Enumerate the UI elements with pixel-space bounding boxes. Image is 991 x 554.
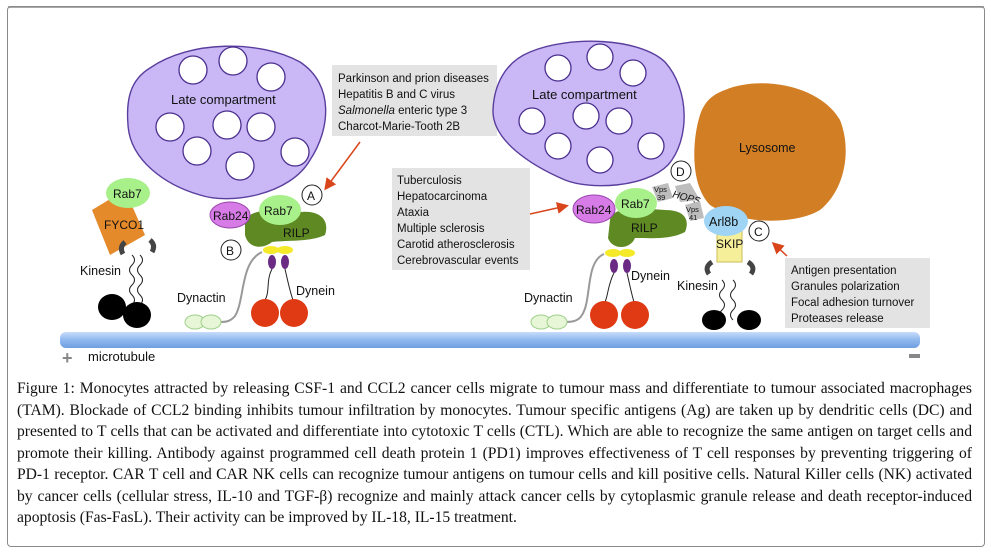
- right-kinesin-label: Kinesin: [677, 279, 718, 293]
- marker-d: D: [670, 160, 692, 182]
- svg-text:B: B: [226, 244, 234, 258]
- svg-text:39: 39: [657, 193, 665, 202]
- left-dynactin-label: Dynactin: [177, 291, 226, 305]
- transport-diagram: + microtubule Late compartment FYCO1 Rab…: [60, 40, 930, 368]
- arl8b-skip-complex: SKIP Arl8b Kinesin: [677, 206, 761, 330]
- left-rab24-label: Rab24: [213, 209, 249, 223]
- lysosome-label: Lysosome: [739, 141, 796, 155]
- arl8b-label: Arl8b: [709, 215, 738, 229]
- microtubule-plus-icon: +: [62, 348, 73, 368]
- disease-box-a: Parkinson and prion diseases Hepatitis B…: [332, 65, 497, 136]
- left-rab7-rilp-label: Rab7: [264, 204, 293, 218]
- marker-b: B: [220, 239, 242, 261]
- lysosome: Lysosome: [694, 83, 846, 221]
- arrow-to-a: [324, 141, 361, 191]
- svg-text:Ataxia: Ataxia: [397, 207, 430, 219]
- svg-text:Proteases release: Proteases release: [791, 313, 884, 325]
- left-rilp-label: RILP: [283, 226, 310, 240]
- svg-text:Tuberculosis: Tuberculosis: [397, 175, 462, 187]
- svg-text:Vps: Vps: [686, 205, 699, 214]
- marker-a: A: [301, 184, 323, 206]
- top-rule: [8, 6, 984, 8]
- microtubule-minus-icon: [909, 354, 920, 358]
- right-late-compartment: Late compartment: [492, 40, 685, 187]
- svg-text:D: D: [676, 165, 685, 179]
- svg-text:Vps: Vps: [654, 185, 667, 194]
- marker-c: C: [748, 220, 770, 242]
- svg-text:Focal adhesion turnover: Focal adhesion turnover: [791, 297, 915, 309]
- function-box-c: Antigen presentation Granules polarizati…: [785, 258, 930, 328]
- svg-text:Parkinson and prion diseases: Parkinson and prion diseases: [338, 73, 489, 85]
- svg-text:Salmonella enteric type 3: Salmonella enteric type 3: [338, 105, 467, 117]
- svg-text:Multiple sclerosis: Multiple sclerosis: [397, 223, 485, 235]
- left-compartment-label: Late compartment: [171, 92, 276, 107]
- svg-text:41: 41: [689, 213, 697, 222]
- figure-caption-text: Monocytes attracted by releasing CSF-1 a…: [17, 380, 972, 526]
- svg-text:Antigen presentation: Antigen presentation: [791, 265, 897, 277]
- left-fyco1-complex: FYCO1 Rab7 Kinesin: [80, 178, 157, 328]
- svg-text:C: C: [754, 225, 763, 239]
- left-kinesin-label: Kinesin: [80, 264, 121, 278]
- right-compartment-label: Late compartment: [532, 87, 637, 102]
- disease-box-b: Tuberculosis Hepatocarcinoma Ataxia Mult…: [392, 168, 530, 270]
- left-late-compartment: Late compartment: [126, 45, 327, 200]
- fyco1-label: FYCO1: [104, 218, 144, 232]
- svg-text:Charcot-Marie-Tooth 2B: Charcot-Marie-Tooth 2B: [338, 121, 460, 133]
- svg-text:Hepatocarcinoma: Hepatocarcinoma: [397, 191, 488, 203]
- microtubule-bar: [60, 332, 920, 348]
- svg-text:Carotid atherosclerosis: Carotid atherosclerosis: [397, 239, 515, 251]
- arrow-to-rab24: [529, 202, 569, 215]
- right-rilp-label: RILP: [631, 221, 658, 235]
- svg-text:Cerebrovascular events: Cerebrovascular events: [397, 255, 519, 267]
- svg-text:Hepatitis B and C virus: Hepatitis B and C virus: [338, 89, 455, 101]
- left-rilp-complex: RILP Rab24 Rab7 Dynein Dynactin: [177, 195, 335, 330]
- svg-text:Granules polarization: Granules polarization: [791, 281, 900, 293]
- figure-label: Figure 1:: [17, 380, 75, 397]
- figure-caption: Figure 1: Monocytes attracted by releasi…: [17, 378, 972, 529]
- left-rab7-fyco-label: Rab7: [113, 187, 142, 201]
- right-rilp-complex: RILP Rab24 Rab7 Dynein Dynactin: [524, 188, 687, 330]
- arrow-to-c: [771, 241, 788, 257]
- right-rab7-label: Rab7: [621, 197, 650, 211]
- right-rab24-label: Rab24: [576, 203, 612, 217]
- microtubule-label: microtubule: [88, 349, 155, 364]
- figure-frame: [7, 6, 985, 547]
- left-dynein-label: Dynein: [296, 284, 335, 298]
- svg-text:A: A: [307, 189, 315, 203]
- right-dynactin-label: Dynactin: [524, 291, 573, 305]
- right-dynein-label: Dynein: [631, 269, 670, 283]
- skip-label: SKIP: [716, 237, 743, 251]
